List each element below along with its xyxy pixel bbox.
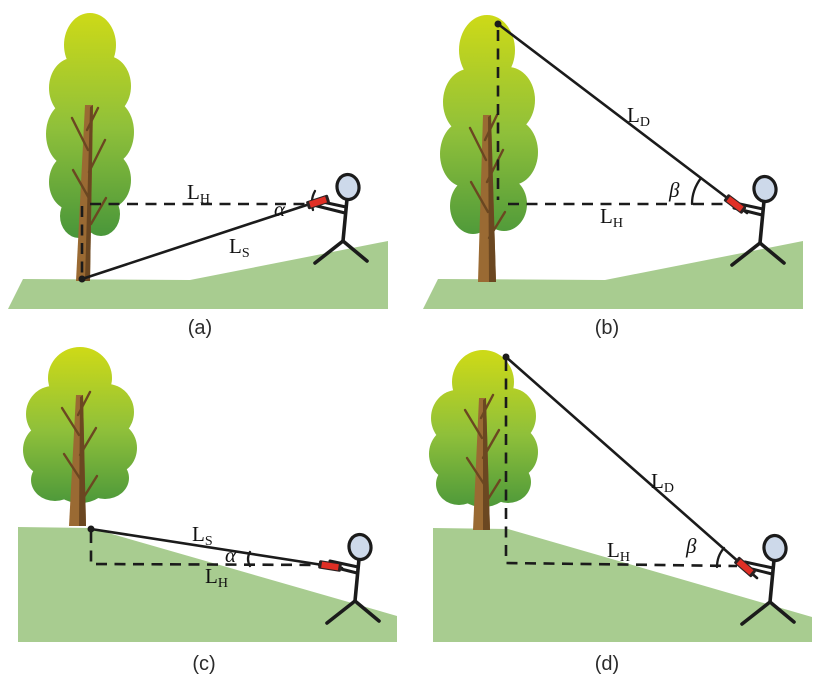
label-direct-distance: LD [651, 469, 674, 496]
label-direct-distance: LD [627, 103, 650, 130]
panel-caption: (c) [192, 653, 215, 675]
label-angle-beta: β [668, 178, 680, 202]
tree-top-dot [494, 20, 502, 28]
sight-line [496, 22, 749, 215]
label-horizontal-distance: LH [607, 538, 630, 565]
tree-trunk-shade [488, 115, 496, 282]
tree-top-dot [502, 353, 510, 361]
tree [440, 15, 538, 282]
tree [23, 347, 137, 526]
ground [18, 527, 397, 642]
label-slope-distance: LS [192, 522, 213, 549]
tree-canopy [23, 347, 137, 503]
label-angle-beta: β [685, 534, 697, 558]
label-slope-distance: LS [229, 234, 250, 261]
label-angle-alpha: α [274, 197, 286, 221]
tree [46, 13, 134, 281]
label-horizontal-distance: LH [205, 564, 228, 591]
panel-caption: (a) [188, 317, 212, 339]
panel-caption: (b) [595, 317, 619, 339]
clinometer-device [733, 556, 757, 578]
sight-line [504, 355, 759, 580]
right-angle-dashed-line [504, 360, 738, 568]
tree-base-dot [87, 525, 95, 533]
ground [8, 241, 388, 309]
tree-trunk-shade [85, 105, 93, 281]
panel-c: LS α LH (c) [18, 347, 397, 675]
tree-base-dot [78, 275, 86, 283]
ground [433, 528, 812, 642]
angle-arc [715, 546, 726, 569]
panel-caption: (d) [595, 653, 619, 675]
label-horizontal-distance: LH [600, 204, 623, 231]
sight-line [89, 527, 344, 570]
tree-branches [60, 390, 99, 502]
label-horizontal-distance: LH [187, 180, 210, 207]
ground [423, 241, 803, 309]
tree-branches [463, 393, 502, 506]
panel-a: LH LS α (a) [8, 13, 388, 339]
tree-branches [70, 106, 108, 226]
tree-branches [468, 113, 507, 240]
sight-line [80, 198, 324, 281]
panel-d: LD LH β (d) [429, 350, 812, 675]
tree-trunk-shade [79, 395, 86, 526]
angle-arc [690, 176, 703, 206]
angle-arc [246, 550, 252, 568]
right-angle-dashed-line [89, 532, 327, 567]
label-angle-alpha: α [225, 543, 237, 567]
tree-canopy [429, 350, 538, 507]
panel-b: LD LH β (b) [423, 15, 803, 339]
tree [429, 350, 538, 530]
